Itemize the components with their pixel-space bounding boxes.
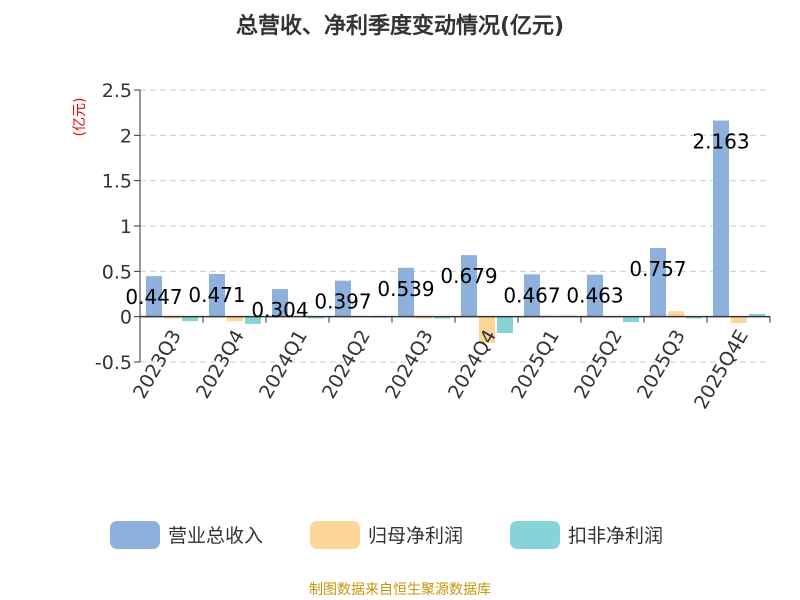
legend-swatch[interactable] [110, 521, 160, 549]
x-tick-label: 2025Q4E [690, 326, 753, 413]
bar-revenue[interactable] [335, 280, 351, 317]
bar-deducted-net-profit[interactable] [686, 316, 702, 319]
bar-net-profit[interactable] [416, 316, 432, 319]
bar-revenue[interactable] [272, 289, 288, 317]
data-label: 0.463 [566, 284, 623, 308]
bar-deducted-net-profit[interactable] [623, 316, 639, 323]
data-label: 0.539 [377, 277, 434, 301]
x-tick-label: 2025Q2 [570, 326, 627, 402]
bar-revenue[interactable] [587, 274, 603, 317]
bar-deducted-net-profit[interactable] [497, 316, 513, 333]
legend-label[interactable]: 营业总收入 [168, 525, 263, 547]
data-label: 0.447 [125, 285, 182, 309]
legend-swatch[interactable] [510, 521, 560, 549]
y-tick-label: -0.5 [95, 352, 132, 374]
x-tick-label: 2024Q4 [444, 326, 501, 402]
bar-revenue[interactable] [398, 267, 414, 317]
bar-deducted-net-profit[interactable] [749, 313, 765, 317]
y-tick-label: 0.5 [102, 261, 132, 283]
bar-net-profit[interactable] [164, 316, 180, 319]
source-note: 制图数据来自恒生聚源数据库 [309, 582, 491, 598]
data-label: 0.471 [188, 283, 245, 307]
bar-revenue[interactable] [146, 276, 162, 317]
x-tick-label: 2024Q3 [381, 326, 438, 402]
y-tick-label: 2.5 [102, 80, 132, 102]
bar-deducted-net-profit[interactable] [182, 316, 198, 322]
data-label: 0.467 [503, 283, 560, 307]
bar-revenue[interactable] [713, 120, 729, 317]
x-tick-label: 2024Q2 [318, 326, 375, 402]
y-tick-label: 0 [120, 307, 132, 329]
y-tick-label: 2 [120, 125, 132, 147]
data-label: 0.679 [440, 264, 497, 288]
bar-net-profit[interactable] [731, 316, 747, 324]
chart-title: 总营收、净利季度变动情况(亿元) [236, 13, 564, 39]
bar-net-profit[interactable] [479, 316, 495, 343]
y-tick-label: 1 [120, 216, 132, 238]
data-label: 0.397 [314, 290, 371, 314]
data-label: 0.304 [251, 298, 308, 322]
data-label: 2.163 [692, 130, 749, 154]
bar-net-profit[interactable] [668, 311, 684, 317]
legend-swatch[interactable] [310, 521, 360, 549]
bar-deducted-net-profit[interactable] [245, 316, 261, 324]
x-tick-label: 2023Q4 [192, 326, 249, 402]
y-axis-unit: (亿元) [72, 98, 88, 137]
bar-deducted-net-profit[interactable] [308, 316, 324, 319]
x-tick-label: 2024Q1 [255, 326, 312, 402]
bar-revenue[interactable] [461, 255, 477, 317]
bar-revenue[interactable] [650, 248, 666, 317]
bar-revenue[interactable] [524, 274, 540, 317]
bar-revenue[interactable] [209, 273, 225, 317]
x-tick-label: 2025Q3 [633, 326, 690, 402]
legend-label[interactable]: 归母净利润 [368, 525, 463, 547]
x-tick-label: 2025Q1 [507, 326, 564, 402]
bar-net-profit[interactable] [227, 316, 243, 322]
bar-deducted-net-profit[interactable] [434, 316, 450, 319]
y-tick-label: 1.5 [102, 171, 132, 193]
legend-label[interactable]: 扣非净利润 [568, 525, 663, 547]
x-tick-label: 2023Q3 [129, 326, 186, 402]
data-label: 0.757 [629, 257, 686, 281]
